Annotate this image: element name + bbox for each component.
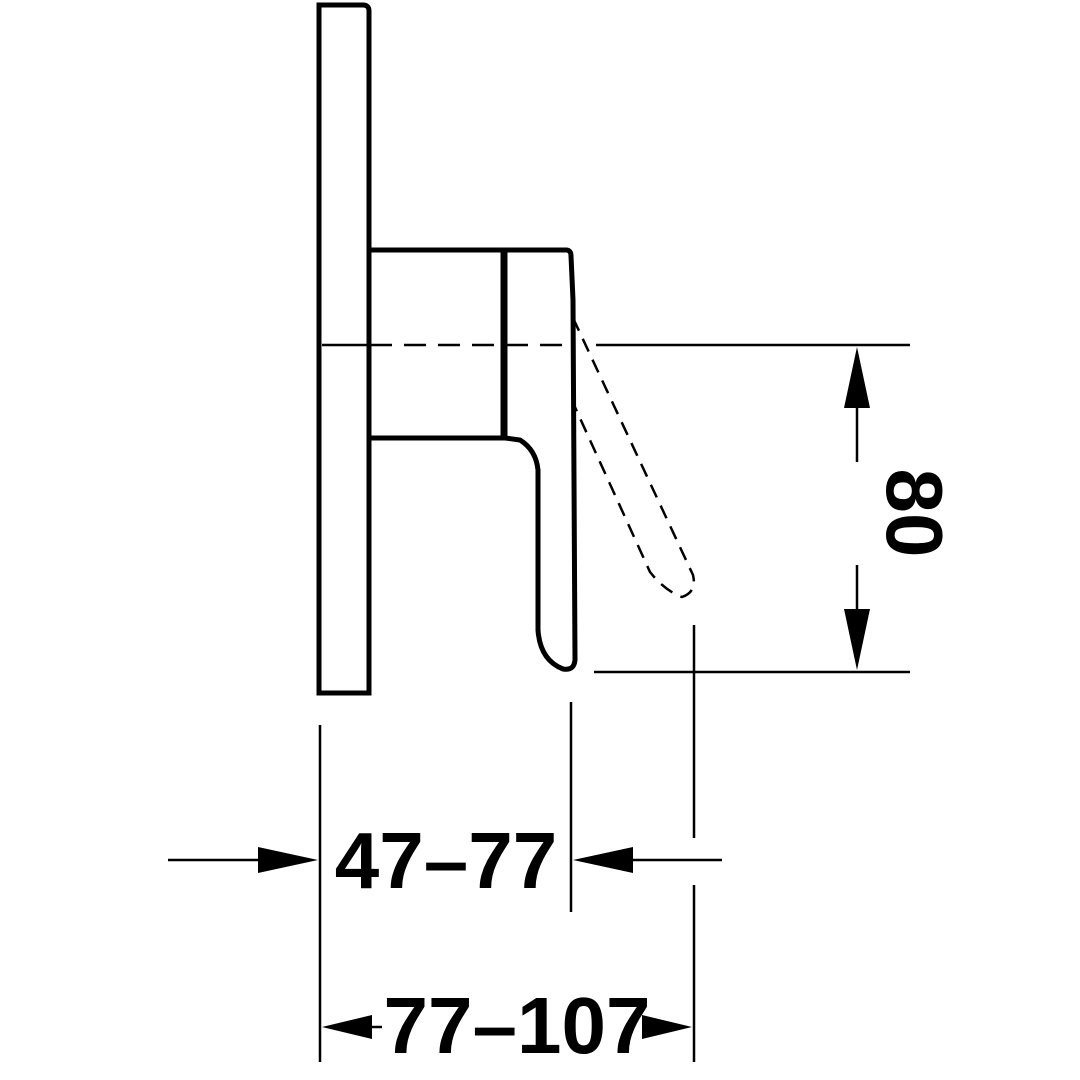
arrow-right-icon (642, 1015, 692, 1039)
extension-lines (318, 625, 696, 1062)
lever-handle (502, 247, 578, 672)
arrow-down-icon (844, 609, 870, 670)
height-dimension: 80 (594, 347, 959, 674)
lever-open-position-outline (571, 317, 696, 599)
outer-depth-dimension: 77–107 (322, 981, 692, 1070)
arrow-left-icon (573, 847, 633, 873)
inner-depth-dimension-label: 47–77 (335, 816, 557, 905)
height-dimension-label: 80 (870, 469, 959, 558)
inner-depth-dimension: 47–77 (168, 816, 722, 905)
outer-depth-dimension-label: 77–107 (384, 981, 651, 1070)
wall-plate (316, 2, 372, 696)
arrow-up-icon (844, 347, 870, 408)
arrow-right-icon (258, 847, 318, 873)
arrow-left-icon (322, 1015, 372, 1039)
